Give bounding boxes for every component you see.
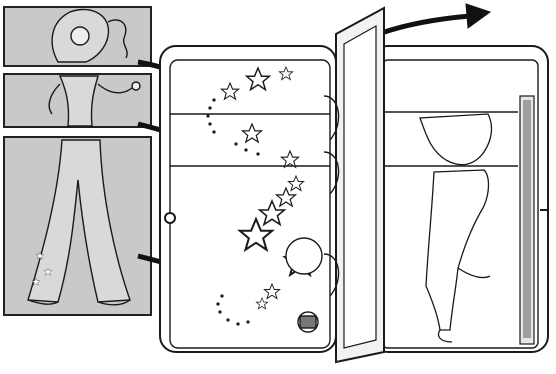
figure-head	[52, 9, 127, 62]
case	[160, 8, 548, 362]
arrow-out-tip	[466, 4, 490, 28]
case-left-tray	[160, 46, 336, 352]
figure-legs	[28, 140, 130, 305]
figure-torso	[49, 76, 140, 126]
